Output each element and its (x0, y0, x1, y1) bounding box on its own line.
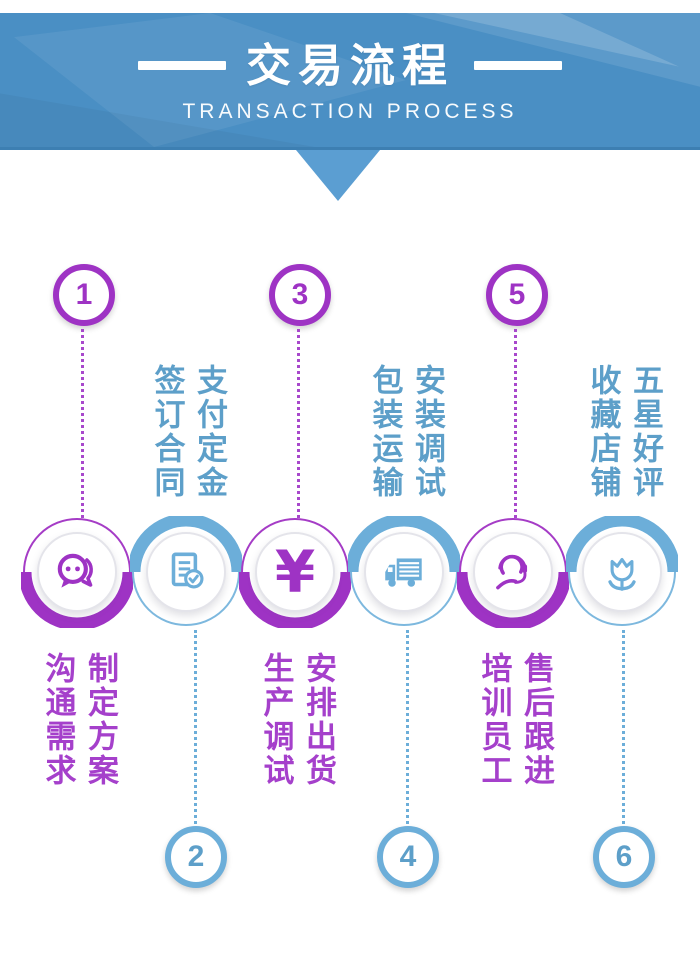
step-label-column: 安装调试 (408, 364, 445, 500)
title-left-dash (137, 60, 226, 70)
step-circle-2 (130, 516, 242, 628)
dotted-connector (406, 630, 409, 824)
step-icon-disc (364, 532, 444, 612)
step-icon-disc (37, 532, 117, 612)
step-icon-disc: ¥ (255, 532, 335, 612)
step-icon-disc (146, 532, 226, 612)
tulip-icon (608, 557, 636, 591)
step-number: 3 (291, 278, 309, 311)
step-circle-4 (348, 516, 460, 628)
step-circle-5 (457, 516, 569, 628)
dotted-connector (622, 630, 625, 824)
banner-pointer-triangle (296, 150, 380, 201)
page-title: 交易流程 (245, 39, 454, 91)
step-icon-disc (582, 532, 662, 612)
step-circle-6 (566, 516, 678, 628)
header-banner: 交易流程 TRANSACTION PROCESS (0, 13, 700, 150)
step-label-column: 安排出货 (299, 652, 336, 788)
step-number-badge: 3 (269, 264, 331, 326)
step-number: 6 (615, 840, 633, 873)
step-label-column: 沟通需求 (39, 652, 76, 788)
step-number: 2 (187, 840, 205, 873)
step-label-column: 售后跟进 (517, 652, 554, 788)
step-number-badge: 2 (165, 826, 227, 888)
step-label-column: 培训员工 (475, 652, 512, 788)
step-label-column: 收藏店铺 (584, 364, 621, 500)
step-icon-disc (473, 532, 553, 612)
step-label-column: 签订合同 (148, 364, 185, 500)
step-number-badge: 1 (53, 264, 115, 326)
yuan-icon: ¥ (274, 538, 316, 606)
step-circle-3: ¥ (239, 516, 351, 628)
step-label-column: 包装运输 (366, 364, 403, 500)
step-label: 生产调试 安排出货 (257, 652, 336, 788)
step-label-column: 生产调试 (257, 652, 294, 788)
step-number: 4 (399, 840, 417, 873)
step-label: 沟通需求 制定方案 (39, 652, 118, 788)
title-right-dash (474, 60, 562, 70)
step-label-column: 制定方案 (81, 652, 118, 788)
document-check-icon (171, 552, 204, 589)
dotted-connector (514, 329, 517, 518)
step-label: 收藏店铺 五星好评 (584, 364, 663, 500)
dotted-connector (194, 630, 197, 824)
step-label-column: 支付定金 (190, 364, 227, 500)
chat-bubbles-icon (57, 553, 93, 588)
step-number: 1 (75, 278, 93, 311)
step-label: 包装运输 安装调试 (366, 364, 445, 500)
step-number-badge: 5 (486, 264, 548, 326)
step-number-badge: 4 (377, 826, 439, 888)
step-label: 培训员工 售后跟进 (475, 652, 554, 788)
step-label: 签订合同 支付定金 (148, 364, 227, 500)
step-number-badge: 6 (593, 826, 655, 888)
dotted-connector (297, 329, 300, 518)
page-subtitle: TRANSACTION PROCESS (182, 99, 518, 123)
step-label-column: 五星好评 (626, 364, 663, 500)
dotted-connector (81, 329, 84, 518)
half-ring (566, 516, 678, 626)
headset-agent-icon (496, 554, 528, 590)
step-circle-1 (21, 516, 133, 628)
truck-icon (385, 558, 422, 587)
step-number: 5 (508, 278, 526, 311)
